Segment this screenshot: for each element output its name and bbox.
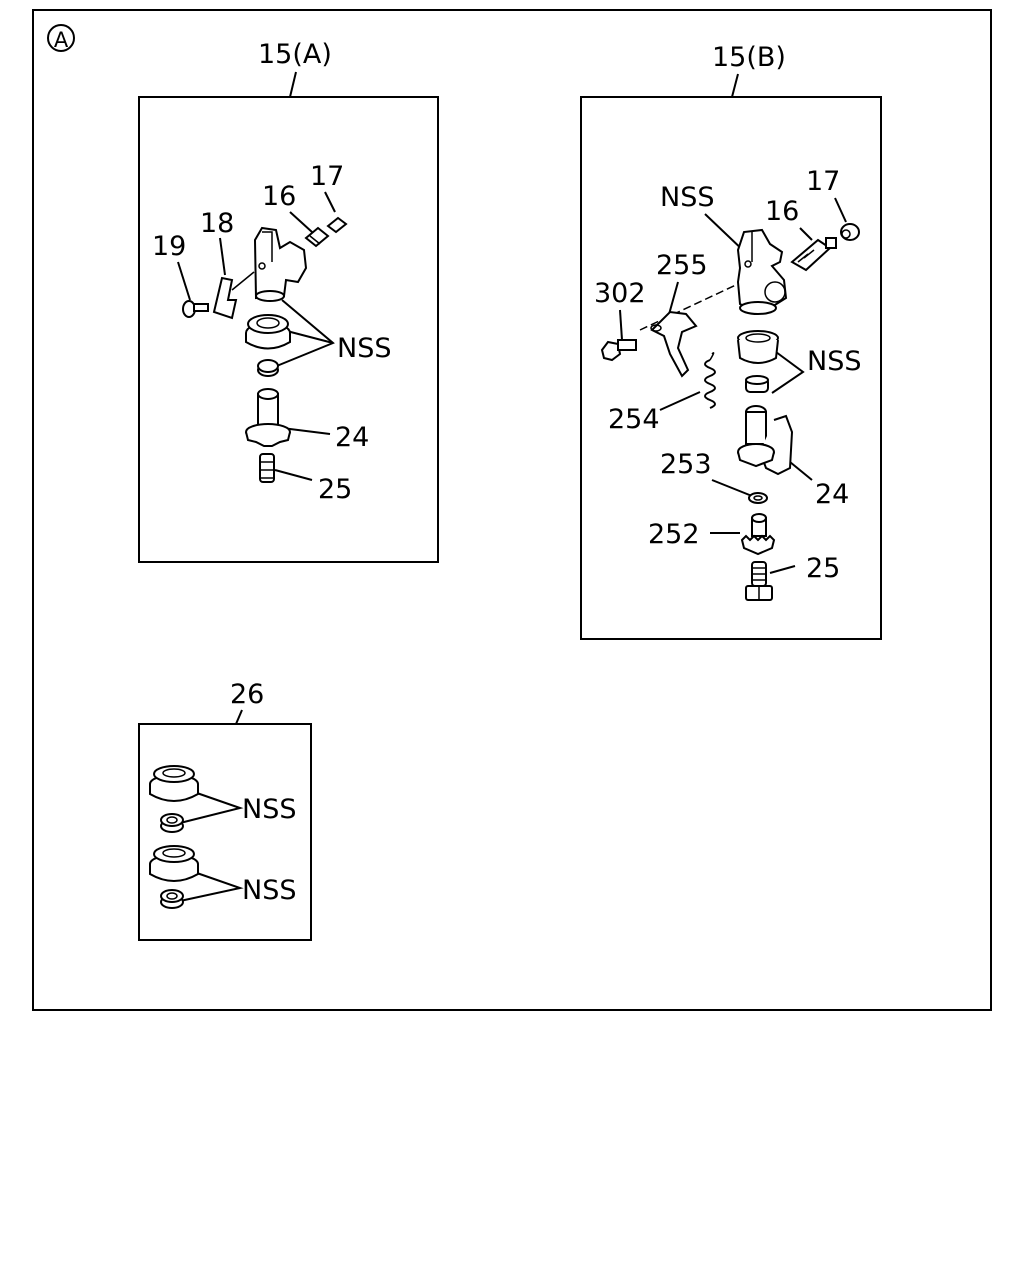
- callout-15b-24: 24: [815, 479, 849, 510]
- callout-15a-nss: NSS: [337, 333, 391, 364]
- callout-26-nss1: NSS: [242, 794, 296, 825]
- part-bolt-302: [600, 339, 637, 362]
- part-cap-17b: [840, 223, 860, 241]
- part-seal-ring-15a: [245, 314, 291, 350]
- part-lever-255: [650, 310, 698, 378]
- view-marker: A: [47, 24, 75, 52]
- group-15a-box: [138, 96, 439, 563]
- part-washer-253: [748, 492, 768, 504]
- callout-15b-252: 252: [648, 519, 700, 550]
- callout-15b-253: 253: [660, 449, 712, 480]
- callout-15a-16: 16: [262, 181, 296, 212]
- part-washer-15b: [745, 375, 769, 393]
- part-screw-19: [182, 300, 209, 318]
- callout-26-nss2: NSS: [242, 875, 296, 906]
- group-15b: 15(B) NSS 16 17 255 302 NSS 254 253 24 2…: [580, 42, 882, 640]
- part-seal-ring-26-1: [149, 765, 199, 802]
- part-cap-17: [326, 216, 348, 234]
- part-seal-ring-26-2: [149, 845, 199, 882]
- part-housing-15a: [253, 226, 308, 302]
- callout-15b-254: 254: [608, 404, 660, 435]
- part-spring-254: [704, 352, 716, 409]
- part-washer-26-1: [160, 813, 184, 833]
- callout-15a-18: 18: [200, 208, 234, 239]
- view-marker-letter: A: [54, 28, 69, 52]
- callout-15b-16: 16: [765, 196, 799, 227]
- part-fitting-16: [304, 226, 330, 248]
- callout-15a-25: 25: [318, 474, 352, 505]
- part-washer-26-2: [160, 889, 184, 909]
- callout-15b-255: 255: [656, 250, 708, 281]
- outer-frame: [32, 9, 992, 1011]
- part-bracket-18: [212, 271, 255, 320]
- part-seal-ring-15b: [737, 330, 779, 364]
- group-15a: 15(A) 19 18 16 17 NSS 24 25: [138, 39, 439, 563]
- callout-15a-17: 17: [310, 161, 344, 192]
- group-26-box: [138, 723, 312, 941]
- callout-15b-nss: NSS: [807, 346, 861, 377]
- part-fitting-16b: [790, 237, 837, 272]
- part-pin-25a: [259, 453, 275, 483]
- group-15a-label: 15(A): [258, 39, 332, 70]
- callout-15b-302: 302: [594, 278, 646, 309]
- callout-15b-17: 17: [806, 166, 840, 197]
- part-gear-shaft-24a: [245, 388, 291, 447]
- group-15b-label: 15(B): [712, 42, 786, 73]
- callout-15b-nss-top: NSS: [660, 182, 714, 213]
- callout-15a-19: 19: [152, 231, 186, 262]
- group-15b-box: [580, 96, 882, 640]
- part-pin-25b: [745, 561, 773, 601]
- part-washer-15a: [257, 359, 279, 377]
- group-26-label: 26: [230, 679, 264, 710]
- part-housing-15b: [736, 228, 788, 315]
- part-gear-shaft-24b: [737, 405, 794, 476]
- part-gear-252: [740, 513, 776, 556]
- callout-15b-25: 25: [806, 553, 840, 584]
- callout-15a-24: 24: [335, 422, 369, 453]
- group-26: 26 NSS NSS: [138, 679, 312, 941]
